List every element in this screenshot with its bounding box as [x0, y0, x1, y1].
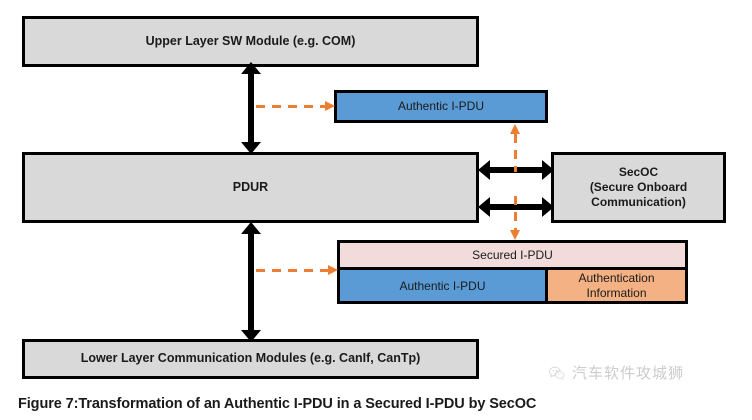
upper-layer-sw-module-label: Upper Layer SW Module (e.g. COM)	[145, 33, 356, 48]
authentication-information-line2: Information	[586, 285, 647, 300]
watermark: 汽车软件攻城狮	[548, 362, 684, 383]
pdur-label: PDUR	[232, 179, 269, 194]
pdur-box: PDUR	[22, 152, 479, 223]
arrowhead-left	[478, 160, 490, 180]
arrowhead-right	[328, 265, 338, 275]
arrowhead-right	[325, 101, 335, 111]
arrow-dashed-up-to-authentic-ipdu	[510, 124, 521, 172]
authentication-information-segment: Authentication Information	[548, 270, 685, 301]
authentic-ipdu-box: Authentic I-PDU	[334, 90, 548, 123]
arrowhead-down	[510, 230, 520, 240]
arrow-shaft	[248, 72, 254, 144]
wechat-icon	[549, 366, 565, 380]
dashed-line	[256, 105, 326, 108]
arrowhead-left	[478, 197, 490, 217]
secoc-label-line3: Communication)	[591, 195, 686, 209]
lower-layer-communication-modules-box: Lower Layer Communication Modules (e.g. …	[22, 339, 479, 379]
arrowhead-up	[241, 62, 261, 74]
secoc-box: SecOC (Secure Onboard Communication)	[551, 152, 726, 223]
secured-ipdu-body: Authentic I-PDU Authentication Informati…	[340, 267, 685, 301]
authentication-information-label: Authentication Information	[578, 271, 654, 300]
arrowhead-down	[241, 330, 261, 342]
authentic-ipdu-label: Authentic I-PDU	[397, 99, 485, 113]
secured-authentic-ipdu-label: Authentic I-PDU	[399, 278, 486, 293]
dashed-line	[514, 196, 517, 230]
figure-caption: Figure 7:Transformation of an Authentic …	[18, 396, 537, 412]
arrow-dashed-down-to-secured-ipdu	[510, 196, 521, 240]
secured-ipdu-box: Secured I-PDU Authentic I-PDU Authentica…	[337, 240, 688, 304]
arrow-dashed-pdur-to-secured-ipdu	[256, 265, 338, 276]
authentication-information-line1: Authentication	[578, 271, 655, 286]
dashed-line	[514, 134, 517, 172]
arrow-shaft	[248, 232, 254, 332]
secured-ipdu-label: Secured I-PDU	[472, 248, 553, 262]
arrowhead-right	[542, 197, 554, 217]
secured-ipdu-header: Secured I-PDU	[340, 243, 685, 267]
dashed-line	[256, 269, 329, 272]
secured-authentic-ipdu-segment: Authentic I-PDU	[340, 270, 548, 301]
arrow-dashed-upper-to-authentic-ipdu	[256, 101, 335, 112]
secoc-label-block: SecOC (Secure Onboard Communication)	[590, 165, 687, 210]
arrow-upper-layer-pdur	[241, 62, 261, 154]
upper-layer-sw-module-box: Upper Layer SW Module (e.g. COM)	[22, 16, 479, 67]
arrowhead-right	[542, 160, 554, 180]
secoc-label-line1: SecOC	[618, 165, 659, 179]
secoc-label-line2: (Secure Onboard	[589, 180, 688, 194]
arrow-pdur-lower-layer	[241, 222, 261, 342]
arrowhead-up	[241, 222, 261, 234]
lower-layer-communication-modules-label: Lower Layer Communication Modules (e.g. …	[80, 351, 421, 366]
arrowhead-down	[241, 142, 261, 154]
arrowhead-up	[510, 124, 520, 134]
watermark-text: 汽车软件攻城狮	[572, 364, 685, 382]
